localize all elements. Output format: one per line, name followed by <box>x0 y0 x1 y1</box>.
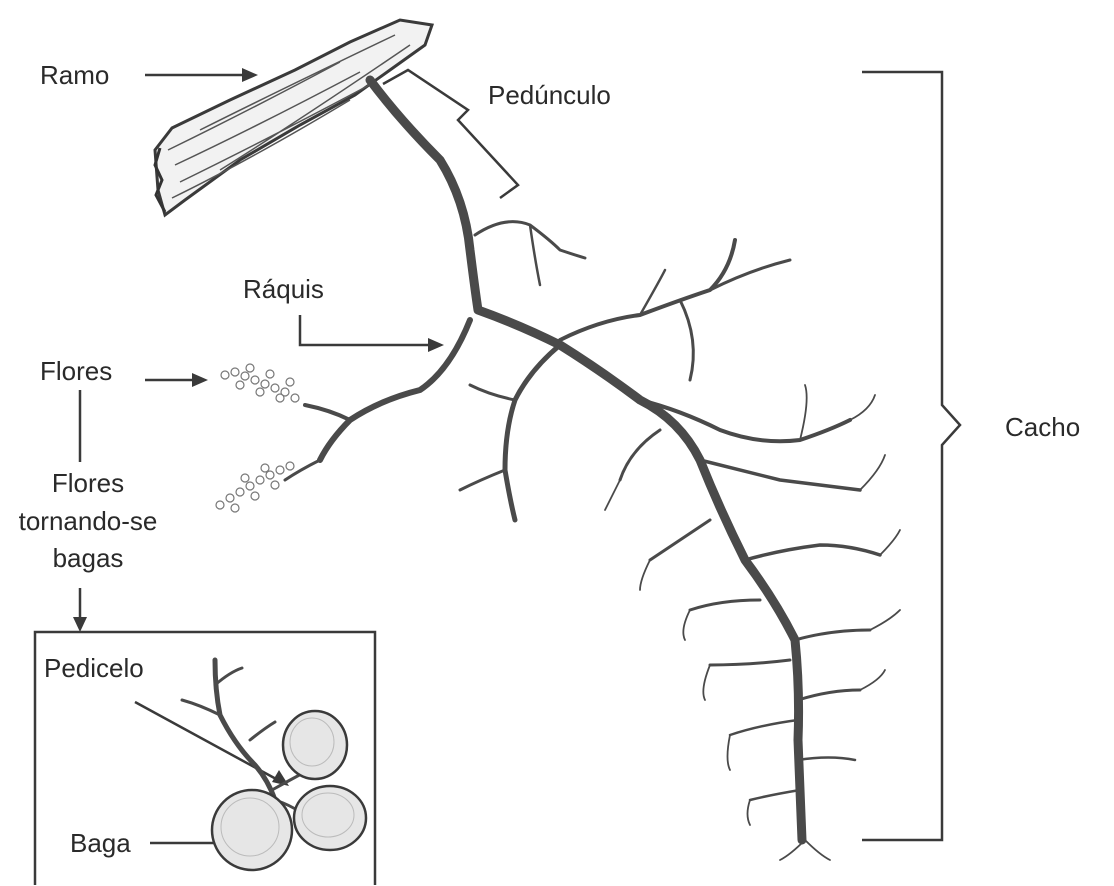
flowers-becoming-berries-line2: tornando-se <box>19 506 158 536</box>
berry-label: Baga <box>70 828 131 858</box>
pedicel-label: Pedicelo <box>44 653 144 683</box>
branch-wood <box>155 20 432 215</box>
flower-cluster-upper <box>221 364 299 402</box>
cluster-stem <box>285 80 900 860</box>
rachis-arrow <box>300 315 432 345</box>
flower-cluster-lower <box>216 462 294 512</box>
berry-top <box>283 711 347 779</box>
cluster-brace <box>862 72 960 840</box>
flowers-label: Flores <box>40 356 112 386</box>
flowers-becoming-berries-line3: bagas <box>53 543 124 573</box>
ramo-label: Ramo <box>40 60 109 90</box>
berry-group <box>212 711 366 870</box>
rachis-arrowhead <box>428 338 444 352</box>
peduncle-label: Pedúnculo <box>488 80 611 110</box>
flowers-becoming-berries-line1: Flores <box>52 468 124 498</box>
berries-arrowhead <box>73 617 87 632</box>
ramo-arrowhead <box>242 68 258 82</box>
flowers-arrowhead <box>192 373 208 387</box>
rachis-label: Ráquis <box>243 274 324 304</box>
berry-right <box>294 786 366 850</box>
cluster-label: Cacho <box>1005 412 1080 442</box>
berry-left <box>212 790 292 870</box>
